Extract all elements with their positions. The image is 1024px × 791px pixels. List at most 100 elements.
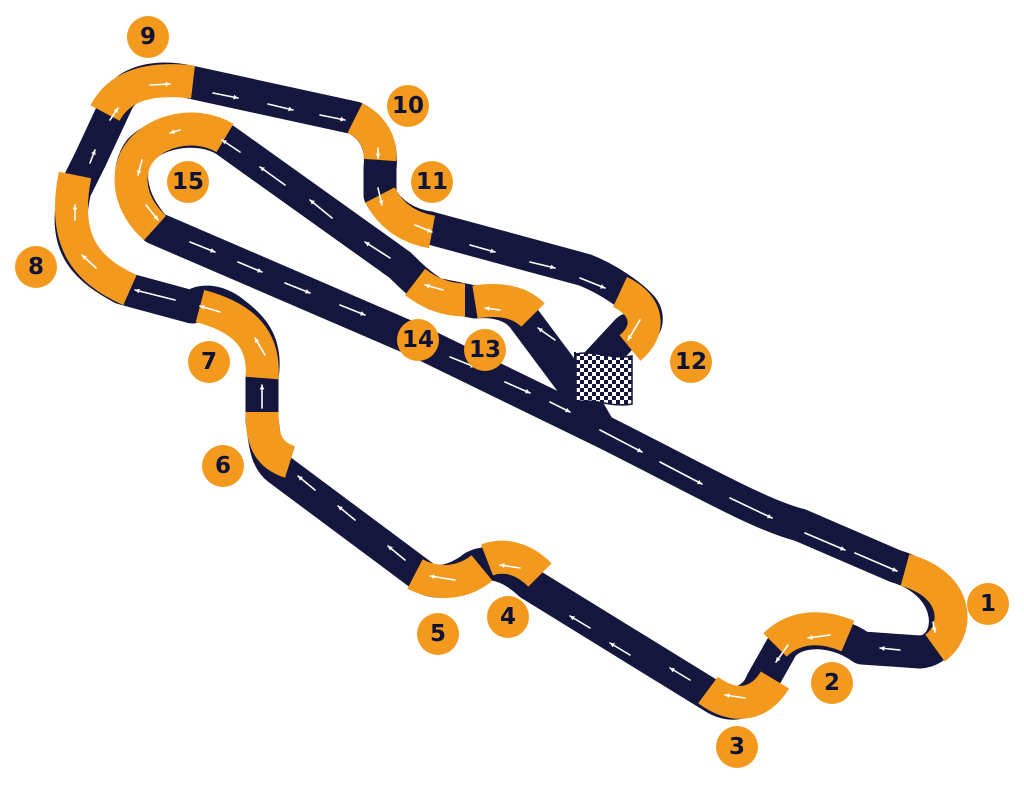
- turn-badge-9: 9: [127, 16, 169, 58]
- corner-section-turn-15: [114, 112, 234, 241]
- turn-number: 3: [729, 734, 745, 760]
- arrow-icon: [145, 204, 159, 221]
- arrow-icon: [297, 475, 316, 491]
- arrow-icon: [134, 288, 176, 301]
- turn-number: 7: [201, 349, 217, 375]
- arrow-icon: [364, 241, 391, 259]
- turn-number: 6: [215, 453, 231, 479]
- turn-badge-11: 11: [411, 161, 453, 203]
- arrow-icon: [149, 81, 171, 87]
- arrow-icon: [504, 381, 531, 394]
- turn-number: 14: [402, 327, 434, 353]
- arrow-icon: [424, 283, 444, 291]
- turn-badge-7: 7: [188, 341, 230, 383]
- arrow-icon: [89, 149, 96, 164]
- corner-section-turn-8: [55, 171, 138, 306]
- turn-number: 4: [500, 604, 516, 630]
- turn-badge-8: 8: [15, 246, 57, 288]
- turn-badge-15: 15: [167, 161, 209, 203]
- arrow-icon: [309, 199, 333, 219]
- turn-number: 8: [28, 254, 44, 280]
- arrow-icon: [221, 139, 241, 153]
- arrow-icon: [499, 563, 521, 569]
- arrow-icon: [669, 667, 691, 681]
- arrow-icon: [377, 187, 384, 206]
- turn-badge-4: 4: [487, 596, 529, 638]
- turn-number: 1: [980, 591, 996, 617]
- arrow-layer: [72, 81, 937, 699]
- arrow-icon: [375, 147, 381, 159]
- arrow-icon: [429, 574, 456, 581]
- arrow-icon: [599, 429, 643, 453]
- turn-number: 2: [824, 670, 840, 696]
- turn-number: 11: [416, 169, 448, 195]
- turn-badge-12: 12: [670, 341, 712, 383]
- arrow-icon: [729, 497, 773, 519]
- turn-number: 15: [172, 169, 204, 195]
- arrow-icon: [199, 304, 221, 313]
- arrow-icon: [775, 644, 789, 663]
- arrow-icon: [807, 634, 831, 640]
- arrow-icon: [879, 646, 901, 651]
- corner-section-turn-5: [407, 554, 493, 598]
- arrow-icon: [569, 615, 591, 629]
- arrow-icon: [529, 261, 556, 270]
- arrow-icon: [469, 244, 496, 254]
- turn-badge-14: 14: [397, 319, 439, 361]
- arrow-icon: [259, 384, 265, 409]
- turn-badge-3: 3: [716, 726, 758, 768]
- corner-section-turn-10: [346, 103, 397, 162]
- arrow-icon: [81, 254, 97, 269]
- turn-number: 13: [469, 337, 501, 363]
- corner-section-turn-2: [763, 612, 855, 658]
- turn-number: 5: [430, 621, 446, 647]
- turn-badge-13: 13: [464, 329, 506, 371]
- arrow-icon: [259, 166, 286, 186]
- corner-section-turn-3: [698, 670, 790, 719]
- corner-section-turn-11: [365, 186, 436, 249]
- corner-section-turn-12: [612, 277, 661, 361]
- corner-section-turn-14: [404, 268, 466, 317]
- arrow-icon: [189, 241, 216, 253]
- arrow-icon: [931, 621, 937, 633]
- arrow-icon: [136, 159, 143, 176]
- checkered-flag-icon: [574, 352, 633, 430]
- arrow-icon: [724, 693, 746, 699]
- arrow-icon: [659, 461, 703, 485]
- arrow-icon: [169, 129, 181, 135]
- corner-layer: [55, 64, 968, 719]
- turn-number: 10: [392, 93, 424, 119]
- turn-badge-1: 1: [967, 583, 1009, 625]
- arrow-icon: [387, 545, 406, 561]
- arrow-icon: [284, 282, 311, 294]
- arrow-icon: [267, 103, 294, 112]
- arrow-icon: [337, 505, 356, 521]
- arrow-icon: [804, 532, 846, 551]
- arrow-icon: [339, 304, 366, 316]
- turn-number: 12: [675, 349, 707, 375]
- turn-badge-10: 10: [387, 85, 429, 127]
- turn-badge-2: 2: [811, 662, 853, 704]
- turn-badges: 1 2 3 4 5 6 7 8 9 10 11: [15, 16, 1009, 768]
- corner-section-turn-4: [481, 540, 552, 588]
- corner-section-turn-6: [245, 411, 296, 478]
- arrow-icon: [609, 642, 631, 656]
- turn-badge-5: 5: [417, 613, 459, 655]
- arrow-icon: [484, 306, 501, 311]
- arrow-icon: [854, 552, 898, 572]
- arrow-icon: [579, 277, 606, 289]
- arrow-icon: [537, 327, 556, 341]
- arrow-icon: [254, 337, 266, 356]
- arrow-icon: [237, 261, 263, 273]
- arrow-icon: [414, 224, 433, 233]
- turn-badge-6: 6: [202, 445, 244, 487]
- arrow-icon: [319, 114, 346, 122]
- arrow-icon: [72, 204, 78, 221]
- arrow-icon: [109, 107, 119, 121]
- corner-section-turn-9: [90, 64, 195, 122]
- arrow-icon: [627, 319, 641, 341]
- arrow-icon: [549, 401, 571, 413]
- turn-number: 9: [140, 24, 156, 50]
- corner-section-turn-13: [472, 284, 545, 328]
